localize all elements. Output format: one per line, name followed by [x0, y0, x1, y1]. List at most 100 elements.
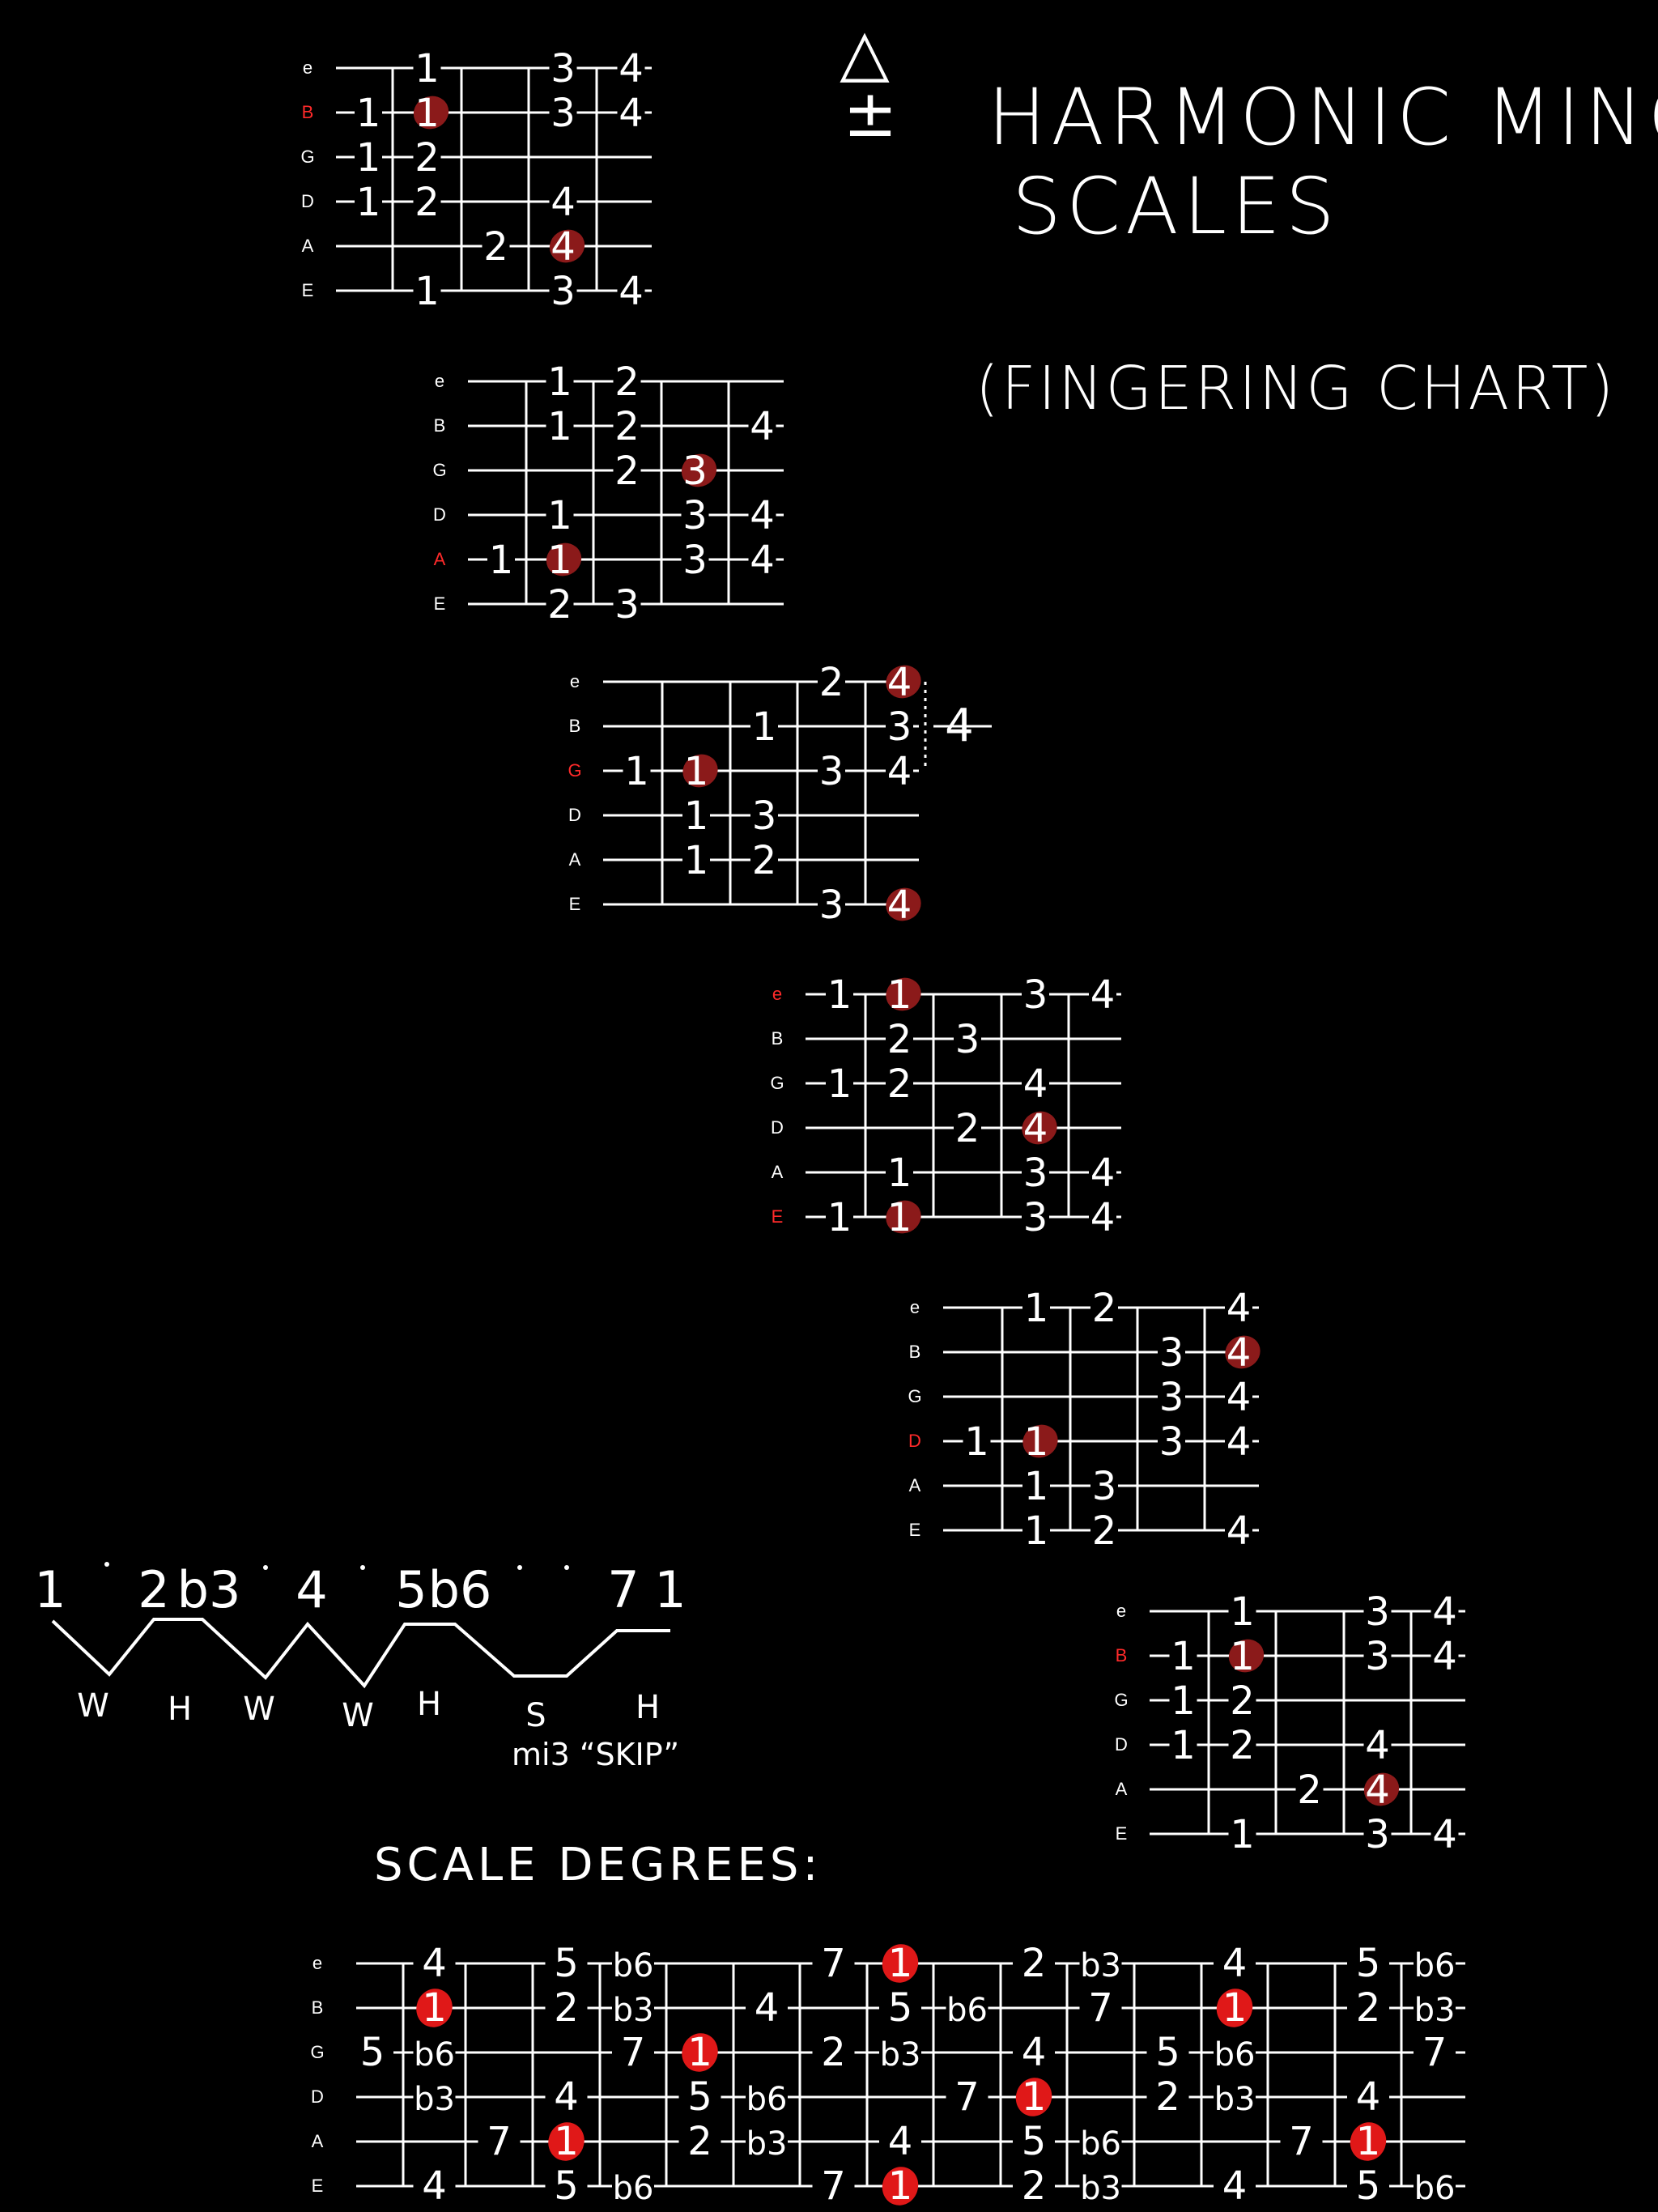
note-backing [746, 1990, 788, 2026]
scale-degree-label: 1 [1222, 1985, 1248, 2031]
note-backing [1431, 1638, 1459, 1674]
finger-number: 1 [887, 1151, 912, 1196]
note-backing [886, 1155, 913, 1190]
scale-degree-label: b6 [414, 2036, 455, 2074]
scale-degree-label: 2 [1155, 2074, 1180, 2120]
scale-degree-label: 7 [1422, 2030, 1448, 2075]
note-backing [549, 184, 577, 219]
plus-minus-icon: ± [843, 76, 897, 151]
finger-number: 3 [1023, 1151, 1048, 1196]
root-marker [1225, 1335, 1261, 1369]
finger-number: 4 [887, 883, 912, 928]
finger-number: 1 [414, 269, 440, 314]
root-marker [1022, 1111, 1057, 1145]
finger-number: 1 [1171, 1723, 1196, 1768]
note-backing [1431, 1816, 1459, 1852]
note-backing [681, 542, 709, 577]
note-backing [1169, 1727, 1197, 1763]
note-backing [1225, 1423, 1252, 1459]
note-backing [879, 1990, 921, 2026]
interval-skip-note: mi3 “SKIP” [512, 1737, 679, 1772]
string-label-e: e [910, 1297, 920, 1317]
note-backing [546, 364, 574, 399]
finger-number: 3 [1023, 1195, 1048, 1240]
finger-number: 1 [827, 972, 852, 1018]
note-backing [351, 2035, 393, 2070]
note-backing [487, 542, 515, 577]
root-marker [886, 977, 921, 1011]
note-backing [549, 50, 577, 86]
string-label-E: E [312, 2176, 324, 2196]
scale-degree-label: 2 [1022, 2163, 1047, 2209]
scale-degree-label: 5 [1155, 2030, 1180, 2075]
note-backing [413, 2168, 456, 2204]
string-label-B: B [434, 415, 446, 436]
finger-number: 3 [682, 449, 708, 494]
triangle-icon: △ [840, 15, 890, 90]
note-backing [1214, 2168, 1256, 2204]
string-label-D: D [568, 805, 581, 825]
note-backing [1158, 1379, 1185, 1414]
interval-step: W [77, 1687, 109, 1725]
finger-number: 3 [752, 793, 777, 839]
finger-number: 4 [1365, 1723, 1390, 1768]
note-backing [413, 273, 441, 308]
finger-number: 2 [547, 582, 572, 627]
scale-degree-label: 1 [554, 2119, 579, 2164]
note-backing [549, 273, 577, 308]
scale-degree-label: 7 [821, 1941, 846, 1986]
string-label-A: A [909, 1475, 921, 1495]
note-backing [482, 228, 510, 264]
finger-number: 1 [1230, 1634, 1255, 1679]
note-backing [1228, 1727, 1256, 1763]
note-backing [954, 1021, 981, 1057]
note-backing [1214, 2035, 1256, 2070]
note-backing [617, 273, 645, 308]
finger-number: 1 [1024, 1464, 1049, 1509]
string-label-G: G [1114, 1690, 1128, 1710]
note-backing [612, 1990, 654, 2026]
scale-degree-label: b6 [946, 1992, 988, 2029]
finger-number: 1 [414, 91, 440, 136]
note-backing [1013, 2124, 1055, 2159]
scale-degree-label: 7 [1088, 1985, 1113, 2031]
finger-number: 2 [752, 838, 777, 883]
note-backing [1228, 1816, 1256, 1852]
note-backing [1363, 1593, 1392, 1629]
note-backing [1225, 1379, 1252, 1414]
finger-number: 3 [1159, 1375, 1184, 1420]
string-label-D: D [908, 1431, 921, 1451]
root-marker [1228, 1639, 1265, 1673]
note-backing [1013, 1946, 1055, 1981]
note-backing [355, 95, 382, 130]
scale-degree-label: b3 [414, 2081, 455, 2118]
string-label-B: B [772, 1028, 784, 1049]
string-label-e: e [570, 671, 580, 691]
finger-number: 1 [547, 538, 572, 583]
note-backing [748, 542, 776, 577]
interval-degree: 1 [654, 1560, 686, 1619]
note-backing [413, 2079, 456, 2115]
finger-number: 1 [1024, 1508, 1049, 1554]
finger-number: 1 [1230, 1589, 1255, 1635]
note-backing [1090, 1290, 1118, 1325]
string-label-B: B [312, 1997, 324, 2018]
finger-number: 3 [1365, 1812, 1390, 1857]
finger-number: 3 [1092, 1464, 1117, 1509]
scale-degree-label: b6 [1414, 2170, 1456, 2207]
note-backing [549, 95, 577, 130]
note-backing [748, 408, 776, 444]
finger-number: 3 [887, 704, 912, 750]
note-backing [1022, 1512, 1050, 1548]
scale-degree-label: 4 [755, 1985, 780, 2031]
scale-degree-label: b3 [880, 2036, 921, 2074]
note-backing [1089, 976, 1116, 1012]
root-marker [682, 754, 718, 788]
note-backing [1079, 2168, 1122, 2204]
scale-degree-label: 5 [360, 2030, 385, 2075]
note-backing [826, 1199, 853, 1235]
string-label-B: B [302, 102, 314, 122]
note-backing [1414, 1990, 1456, 2026]
string-label-E: E [1116, 1823, 1128, 1844]
